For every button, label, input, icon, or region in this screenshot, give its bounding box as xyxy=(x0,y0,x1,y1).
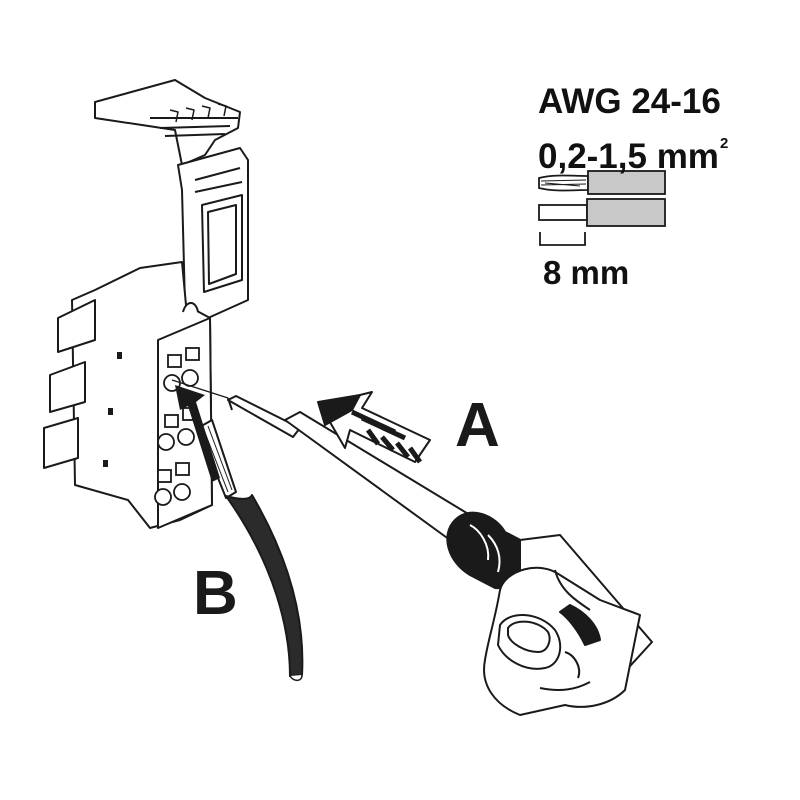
thumbnail xyxy=(507,620,551,653)
terminal-block xyxy=(43,79,249,529)
insulation-sleeve xyxy=(587,170,666,195)
wire-insulation xyxy=(225,494,304,677)
cross-section-spec: 0,2-1,5 mm2 xyxy=(538,124,728,177)
terminal-latch xyxy=(94,79,241,166)
arrow-a xyxy=(317,391,431,464)
terminal-fin-1 xyxy=(57,299,96,353)
step-a-label: A xyxy=(455,391,500,460)
strip-diagram xyxy=(538,170,666,246)
cross-section-range: 0,2-1,5 mm xyxy=(538,137,719,176)
cross-section-exponent: 2 xyxy=(719,135,729,152)
screwdriver-blade xyxy=(227,395,301,438)
hand-palm xyxy=(483,566,641,716)
ferrule-tube xyxy=(538,204,588,221)
terminal-fin-2 xyxy=(49,361,86,413)
arrow-b xyxy=(175,385,220,482)
strip-length-bracket xyxy=(539,232,586,246)
step-b-label: B xyxy=(193,559,238,628)
awg-range: AWG 24-16 xyxy=(538,82,721,121)
hand xyxy=(483,566,641,716)
hand-finger-shadow xyxy=(559,604,601,646)
guide-line xyxy=(171,379,229,399)
ferrule-sleeve xyxy=(586,198,666,227)
awg-spec: AWG 24-16 xyxy=(538,82,721,122)
strip-length-label: 8 mm xyxy=(543,254,630,291)
terminal-fin-3 xyxy=(43,417,79,469)
